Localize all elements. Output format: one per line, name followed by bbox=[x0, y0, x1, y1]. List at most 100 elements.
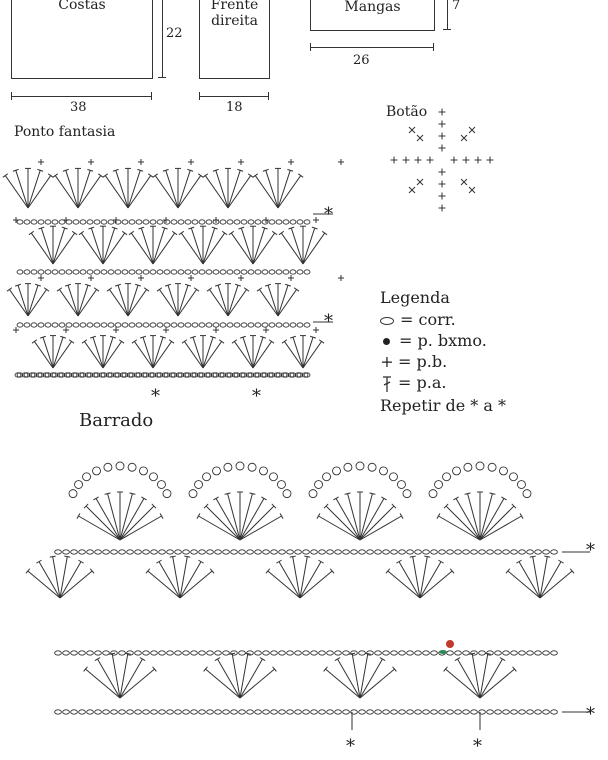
fan-double-crochet bbox=[152, 337, 164, 369]
fan-double-crochet bbox=[127, 175, 152, 209]
stitch-top-bar bbox=[76, 513, 81, 519]
picot-stitch bbox=[332, 466, 341, 476]
chain-stitch bbox=[174, 650, 182, 656]
fan-double-crochet bbox=[107, 493, 121, 541]
fan-double-crochet bbox=[140, 227, 154, 265]
cross-stitch bbox=[460, 178, 468, 186]
stitch-top-bar bbox=[64, 555, 71, 558]
fan-double-crochet bbox=[165, 170, 179, 209]
cross-stitch bbox=[460, 134, 468, 142]
picot-stitch bbox=[389, 472, 398, 482]
picot-stitch bbox=[202, 472, 211, 482]
chain-stitch bbox=[526, 650, 534, 656]
chain-stitch bbox=[278, 549, 286, 555]
stitch-top-bar bbox=[271, 503, 277, 509]
chain-stitch bbox=[100, 219, 108, 225]
stitch-top-bar bbox=[152, 173, 159, 178]
stitch-top-bar bbox=[276, 559, 282, 564]
chain-stitch bbox=[191, 219, 199, 225]
chain-stitch bbox=[374, 709, 382, 715]
chain-stitch bbox=[350, 549, 358, 555]
chain-stitch bbox=[502, 709, 510, 715]
fan-double-crochet bbox=[479, 498, 505, 541]
fan-double-crochet bbox=[479, 493, 493, 541]
chain-icon bbox=[380, 316, 394, 325]
cross-stitch bbox=[408, 126, 416, 134]
picot-stitch bbox=[522, 489, 532, 499]
fan-double-crochet bbox=[242, 337, 254, 369]
chain-stitch bbox=[270, 709, 278, 715]
chain-stitch bbox=[398, 549, 406, 555]
chain-stitch bbox=[494, 549, 502, 555]
stitch-top-bar bbox=[464, 492, 471, 495]
stitch-top-bar bbox=[499, 657, 506, 661]
barrado-title: Barrado bbox=[79, 410, 154, 431]
chain-stitch bbox=[534, 549, 542, 555]
chain-stitch bbox=[318, 549, 326, 555]
chain-stitch bbox=[102, 709, 110, 715]
picot-stitch bbox=[397, 480, 406, 489]
fan-double-crochet bbox=[227, 285, 239, 317]
chain-stitch bbox=[414, 709, 422, 715]
fan-double-crochet bbox=[90, 227, 104, 265]
picot-stitch bbox=[74, 480, 83, 489]
chain-stitch bbox=[526, 709, 534, 715]
fan-double-crochet bbox=[159, 289, 179, 317]
stitch-top-bar bbox=[189, 335, 196, 339]
stitch-top-bar bbox=[244, 652, 251, 655]
stitch-top-bar bbox=[214, 657, 221, 661]
fan-double-crochet bbox=[54, 175, 79, 209]
fan-double-crochet bbox=[15, 170, 29, 209]
fan-double-crochet bbox=[9, 289, 29, 317]
stitch-top-bar bbox=[164, 283, 171, 287]
chain-stitch bbox=[166, 549, 174, 555]
chain-stitch bbox=[72, 269, 80, 275]
fan-double-crochet bbox=[230, 232, 254, 265]
chain-stitch bbox=[175, 372, 183, 378]
chain-stitch bbox=[63, 372, 71, 378]
chain-stitch bbox=[550, 709, 558, 715]
chain-stitch bbox=[226, 269, 234, 275]
chain-stitch bbox=[189, 372, 197, 378]
stitch-top-bar bbox=[81, 339, 88, 344]
chain-stitch bbox=[184, 322, 192, 328]
stitch-top-bar bbox=[228, 230, 235, 236]
stitch-top-bar bbox=[385, 568, 391, 574]
chain-stitch bbox=[84, 372, 92, 378]
stitch-top-bar bbox=[159, 513, 164, 519]
chain-stitch bbox=[78, 709, 86, 715]
chain-stitch bbox=[246, 549, 254, 555]
chain-stitch bbox=[406, 549, 414, 555]
stitch-top-bar bbox=[145, 568, 151, 574]
chain-stitch bbox=[270, 650, 278, 656]
costas-width-tick-left bbox=[11, 92, 12, 100]
fan-double-crochet bbox=[217, 285, 229, 317]
picot-stitch bbox=[247, 462, 257, 472]
stitch-top-bar bbox=[260, 335, 267, 339]
chain-stitch bbox=[240, 269, 248, 275]
fan-double-crochet bbox=[267, 285, 279, 317]
stitch-top-bar bbox=[221, 230, 228, 236]
chain-stitch bbox=[303, 269, 311, 275]
chain-stitch bbox=[126, 549, 134, 555]
stitch-top-bar bbox=[188, 226, 195, 230]
chain-stitch bbox=[374, 549, 382, 555]
chain-stitch bbox=[107, 322, 115, 328]
fantasia-repeat-marker-right-1: * bbox=[324, 204, 333, 225]
chain-stitch bbox=[231, 372, 239, 378]
fan-double-crochet bbox=[335, 498, 361, 541]
chain-stitch bbox=[254, 650, 262, 656]
fan-double-crochet bbox=[102, 337, 114, 369]
fan-double-crochet bbox=[302, 337, 314, 369]
chain-stitch bbox=[342, 549, 350, 555]
picot-stitch bbox=[235, 461, 245, 471]
picot-stitch bbox=[355, 461, 365, 471]
flower-icon bbox=[446, 640, 454, 648]
fan-double-crochet bbox=[59, 289, 79, 317]
picot-stitch bbox=[68, 489, 78, 499]
fan-double-crochet bbox=[277, 170, 291, 209]
chain-stitch bbox=[44, 269, 52, 275]
chain-stitch bbox=[86, 322, 94, 328]
chain-stitch bbox=[177, 322, 185, 328]
chain-stitch bbox=[222, 709, 230, 715]
